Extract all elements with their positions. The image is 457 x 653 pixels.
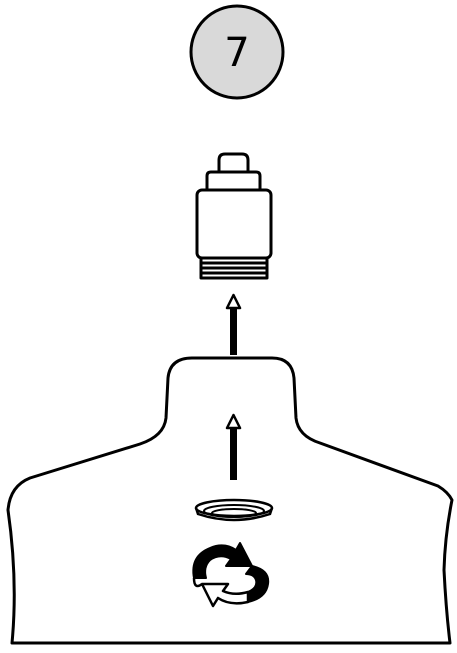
step-badge: 7 bbox=[189, 4, 285, 100]
up-arrow-icon bbox=[225, 293, 242, 355]
rotate-arrows-icon bbox=[192, 542, 270, 608]
step-badge-circle bbox=[189, 4, 285, 100]
seal-ring-icon bbox=[194, 498, 274, 522]
up-arrow-icon bbox=[225, 413, 242, 480]
step-number: 7 bbox=[224, 30, 249, 76]
filter-cap-icon bbox=[195, 152, 273, 280]
